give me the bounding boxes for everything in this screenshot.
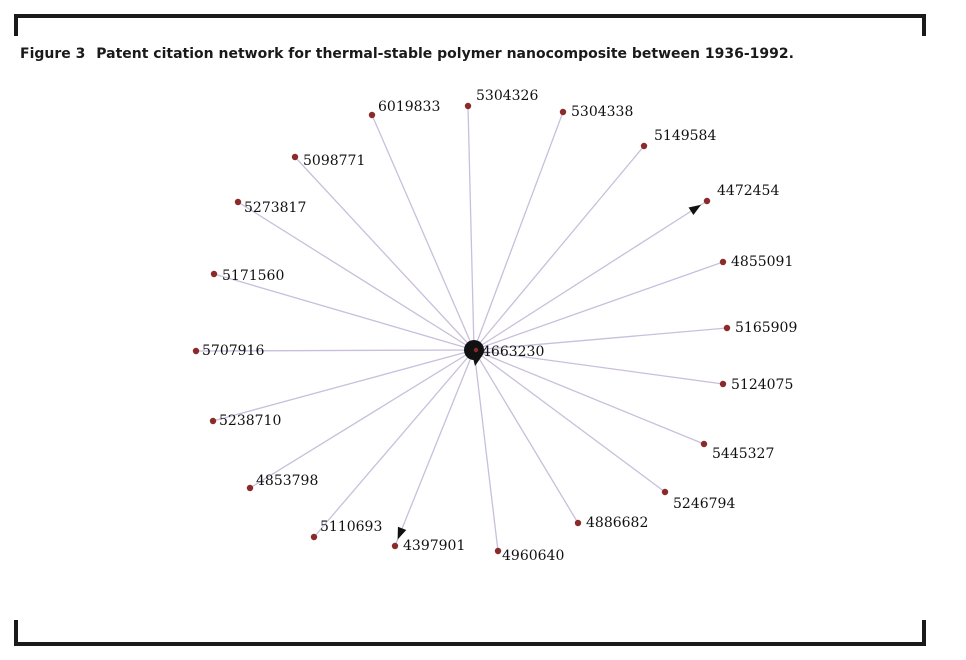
node-5304326[interactable]: [464, 102, 472, 110]
node-label-4886682: 4886682: [586, 515, 648, 531]
node-4855091[interactable]: [719, 258, 727, 266]
node-label-5149584: 5149584: [654, 128, 716, 144]
edge-6019833: [371, 114, 475, 351]
node-5124075[interactable]: [719, 380, 727, 388]
frame-top-bracket: [14, 14, 926, 36]
edge-5238710: [212, 349, 475, 422]
edge-5246794: [473, 349, 666, 493]
node-4886682[interactable]: [574, 519, 582, 527]
node-label-5246794: 5246794: [673, 496, 735, 512]
edge-5149584: [473, 145, 645, 351]
node-label-5238710: 5238710: [219, 413, 281, 429]
node-label-5707916: 5707916: [202, 343, 264, 359]
figure-number: Figure 3: [20, 46, 86, 62]
node-label-5304326: 5304326: [476, 88, 538, 104]
edge-5110693: [313, 349, 475, 538]
edge-5098771: [294, 156, 475, 351]
edge-4960640: [473, 349, 499, 552]
node-label-5273817: 5273817: [244, 200, 306, 216]
node-label-5165909: 5165909: [735, 320, 797, 336]
node-5110693[interactable]: [310, 533, 318, 541]
node-label-5098771: 5098771: [303, 153, 365, 169]
node-5246794[interactable]: [661, 488, 669, 496]
edge-5445327: [473, 349, 705, 445]
center-arrowheads: [472, 354, 482, 366]
arrowhead-4472454: [688, 204, 702, 216]
edge-5304326: [467, 105, 475, 351]
edge-4855091: [473, 261, 724, 351]
node-label-5124075: 5124075: [731, 377, 793, 393]
edge-5304338: [473, 111, 564, 351]
frame-bottom-bracket: [14, 620, 926, 646]
edge-5124075: [473, 349, 724, 385]
figure-title: Patent citation network for thermal-stab…: [96, 46, 794, 62]
edge-5707916: [195, 349, 475, 352]
node-label-5304338: 5304338: [571, 104, 633, 120]
node-4960640[interactable]: [494, 547, 502, 555]
node-label-4397901: 4397901: [403, 538, 465, 554]
node-5149584[interactable]: [640, 142, 648, 150]
node-5171560[interactable]: [210, 270, 218, 278]
edge-5273817: [237, 201, 475, 351]
edge-4472454: [473, 200, 708, 351]
edge-5165909: [473, 327, 728, 351]
edge-4853798: [249, 349, 475, 489]
edge-5171560: [213, 273, 475, 351]
node-4472454[interactable]: [703, 197, 711, 205]
node-label-5171560: 5171560: [222, 268, 284, 284]
node-5445327[interactable]: [700, 440, 708, 448]
node-label-4855091: 4855091: [731, 254, 793, 270]
edge-4397901: [394, 349, 475, 547]
node-5098771[interactable]: [291, 153, 299, 161]
edge-4886682: [473, 349, 579, 524]
center-node-label: 4663230: [482, 344, 544, 360]
node-label-5110693: 5110693: [320, 519, 382, 535]
node-label-4853798: 4853798: [256, 473, 318, 489]
figure-caption: Figure 3 Patent citation network for the…: [20, 46, 794, 62]
node-4853798[interactable]: [246, 484, 254, 492]
node-5304338[interactable]: [559, 108, 567, 116]
node-5707916[interactable]: [192, 347, 200, 355]
node-5273817[interactable]: [234, 198, 242, 206]
node-4397901[interactable]: [391, 542, 399, 550]
node-label-6019833: 6019833: [378, 99, 440, 115]
node-6019833[interactable]: [368, 111, 376, 119]
center-node-marker: [473, 347, 479, 353]
node-label-4472454: 4472454: [717, 183, 779, 199]
node-label-4960640: 4960640: [502, 548, 564, 564]
edges-layer: [195, 105, 728, 552]
node-5165909[interactable]: [723, 324, 731, 332]
nodes-layer: 6019833 5304326 5304338 5149584 4472454 48550…: [192, 88, 797, 564]
arrowhead-4397901: [397, 526, 407, 540]
node-5238710[interactable]: [209, 417, 217, 425]
node-label-5445327: 5445327: [712, 446, 774, 462]
